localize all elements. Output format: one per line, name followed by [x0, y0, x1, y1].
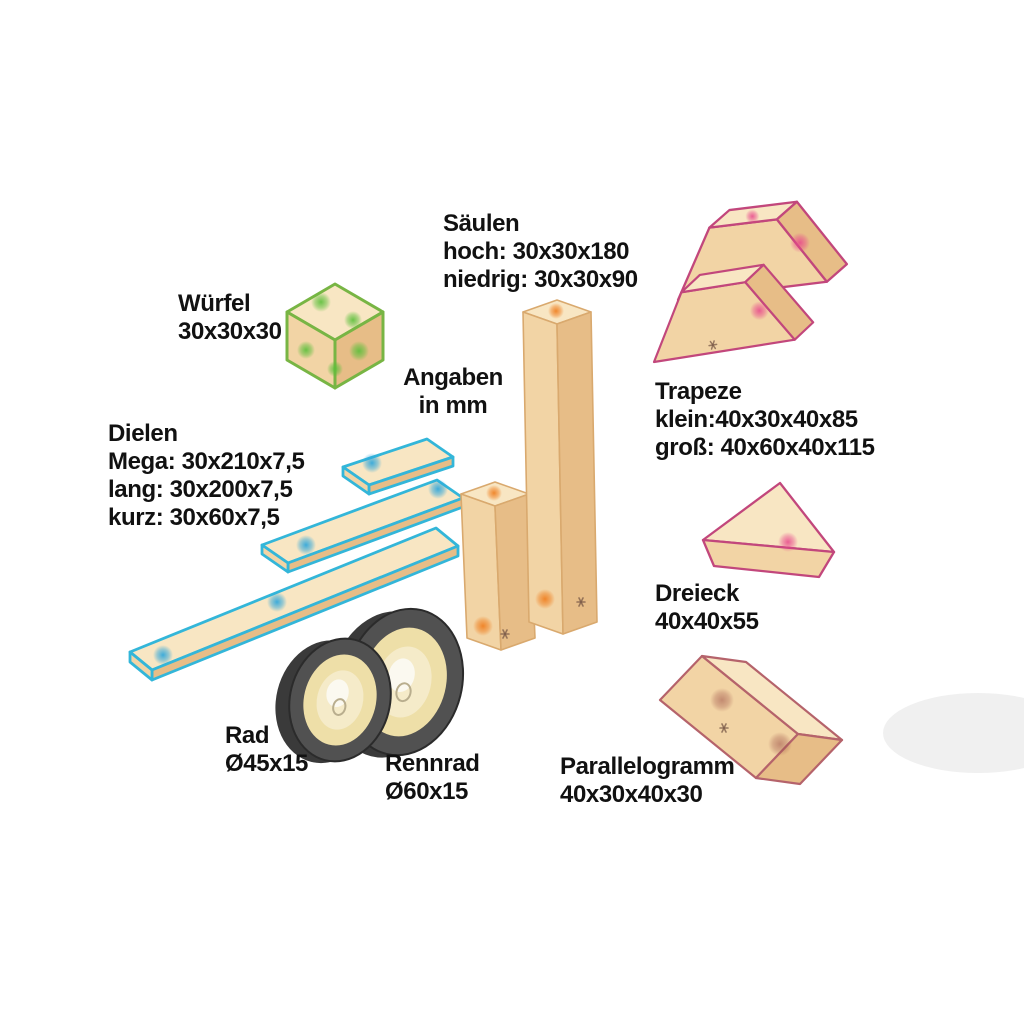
trapeze-blocks [652, 200, 849, 364]
dreieck-wedge [701, 481, 836, 579]
paint-dot-green [327, 361, 343, 377]
paint-dot-orange [535, 589, 555, 609]
paint-dot-orange [548, 303, 564, 319]
paint-dot-green [311, 292, 331, 312]
paint-dot-pink [778, 532, 798, 552]
label-angaben: Angaben in mm [393, 364, 513, 420]
trapez-klein [652, 263, 815, 364]
part-dims: 30x30x30 [178, 318, 282, 345]
part-dims: lang: 30x200x7,5 [108, 476, 293, 503]
wuerfel-cube [285, 282, 385, 390]
part-dims: Ø60x15 [385, 778, 469, 805]
plank-lang-end-edge [260, 543, 290, 574]
trapez-side-face [744, 263, 815, 341]
parallelogram-end-face [754, 732, 844, 786]
paint-dot-green [349, 341, 369, 361]
dielen-planks [128, 437, 465, 682]
label-wuerfel: Würfel 30x30x30 [178, 290, 282, 346]
paint-dot-pink [745, 209, 760, 224]
column-low-side-face [494, 493, 536, 651]
label-trapeze: Trapeze klein:40x30x40x85 groß: 40x60x40… [655, 378, 875, 462]
part-dims: 40x30x40x30 [560, 781, 703, 808]
paint-dot-blue [296, 535, 316, 555]
paint-dot-pink [749, 301, 769, 321]
trapez-side-face [775, 200, 849, 283]
label-saeulen: Säulen hoch: 30x30x180 niedrig: 30x30x90 [443, 210, 638, 294]
units-note-line: Angaben [403, 364, 503, 391]
wheel-hub-ring [332, 698, 347, 716]
wheel-hub-ring [395, 682, 412, 703]
saeulen-columns [460, 299, 598, 651]
rad-wheel [275, 637, 392, 764]
label-parallelogramm: Parallelogramm 40x30x40x30 [560, 753, 735, 809]
paint-dot-blue [153, 645, 173, 665]
label-dreieck: Dreieck 40x40x55 [655, 580, 759, 636]
part-dims: groß: 40x60x40x115 [655, 434, 875, 461]
part-name: Dreieck [655, 580, 739, 607]
paint-dot-pink [789, 232, 810, 253]
paint-dot-blue [428, 479, 448, 499]
part-dims: hoch: 30x30x180 [443, 238, 630, 265]
part-dims: niedrig: 30x30x90 [443, 266, 638, 293]
part-name: Trapeze [655, 378, 742, 405]
page-shadow [883, 693, 1024, 773]
brand-mark [708, 340, 718, 350]
brand-mark [576, 597, 586, 607]
brand-mark [719, 723, 729, 733]
paint-dot-blue [267, 592, 287, 612]
paint-dot-maroon [768, 732, 792, 756]
part-name: Rennrad [385, 750, 480, 777]
label-rennrad: Rennrad Ø60x15 [385, 750, 480, 806]
paint-dot-maroon [710, 688, 734, 712]
paint-dot-green [344, 311, 362, 329]
part-dims: klein:40x30x40x85 [655, 406, 858, 433]
paint-dot-blue [362, 453, 382, 473]
part-dims: kurz: 30x60x7,5 [108, 504, 280, 531]
part-dims: Ø45x15 [225, 750, 309, 777]
column-high-side-face [556, 311, 598, 635]
label-rad: Rad Ø45x15 [225, 722, 308, 778]
part-name: Dielen [108, 420, 178, 447]
part-name: Parallelogramm [560, 753, 735, 780]
part-name: Rad [225, 722, 270, 749]
part-name: Säulen [443, 210, 520, 237]
units-note-line: in mm [418, 392, 488, 419]
paint-dot-green [297, 341, 315, 359]
part-dims: Mega: 30x210x7,5 [108, 448, 305, 475]
label-dielen: Dielen Mega: 30x210x7,5 lang: 30x200x7,5… [108, 420, 305, 532]
parallelogramm-block [658, 654, 844, 786]
plank-mega-end-edge [128, 650, 154, 682]
brand-mark [500, 629, 510, 639]
paint-dot-orange [486, 485, 502, 501]
plank-kurz-end-edge [341, 465, 371, 496]
part-name: Würfel [178, 290, 251, 317]
part-dims: 40x40x55 [655, 608, 759, 635]
paint-dot-orange [473, 616, 493, 636]
